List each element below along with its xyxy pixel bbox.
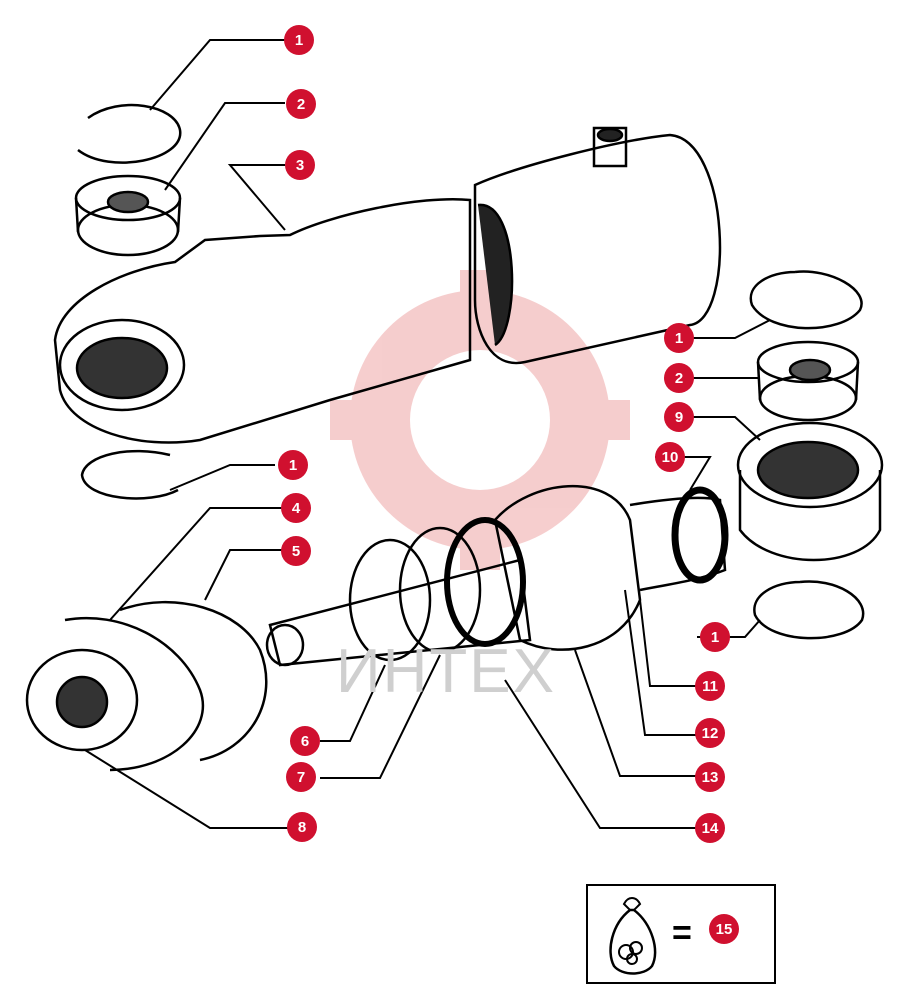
piston: [493, 485, 729, 651]
callout-part-4[interactable]: 4: [281, 493, 311, 523]
callout-part-12[interactable]: 12: [695, 718, 725, 748]
callout-part-2[interactable]: 2: [664, 363, 694, 393]
callout-part-5[interactable]: 5: [281, 536, 311, 566]
callout-part-2[interactable]: 2: [286, 89, 316, 119]
equals-sign: =: [672, 914, 692, 952]
repair-kit-box: = 15: [586, 884, 776, 984]
callout-part-1[interactable]: 1: [284, 25, 314, 55]
retaining-ring-right-bottom: [753, 580, 865, 640]
callout-part-1[interactable]: 1: [700, 622, 730, 652]
callout-part-6[interactable]: 6: [290, 726, 320, 756]
callout-part-11[interactable]: 11: [695, 671, 725, 701]
callout-part-8[interactable]: 8: [287, 812, 317, 842]
ring-6: [348, 538, 432, 662]
piston-rod: [265, 558, 532, 667]
watermark-text: ИНТЕХ: [336, 637, 556, 706]
watermark-gear-logo: [330, 270, 630, 570]
retaining-ring-left-bottom: [80, 449, 179, 500]
callout-part-3[interactable]: 3: [285, 150, 315, 180]
callout-part-7[interactable]: 7: [286, 762, 316, 792]
callout-part-9[interactable]: 9: [664, 402, 694, 432]
ring-14: [444, 517, 526, 647]
gland-nut: [25, 600, 268, 772]
callout-part-14[interactable]: 14: [695, 813, 725, 843]
callout-part-1[interactable]: 1: [664, 323, 694, 353]
retaining-ring-top: [77, 103, 182, 164]
callout-part-10[interactable]: 10: [655, 442, 685, 472]
callout-part-15[interactable]: 15: [709, 914, 739, 944]
parts-bag-icon: [609, 897, 657, 975]
callout-part-1[interactable]: 1: [278, 450, 308, 480]
rod-eye: [736, 421, 884, 562]
cylinder-barrel: [53, 126, 722, 444]
callout-part-13[interactable]: 13: [695, 762, 725, 792]
retaining-ring-right: [749, 270, 863, 330]
ring-7: [398, 526, 482, 654]
